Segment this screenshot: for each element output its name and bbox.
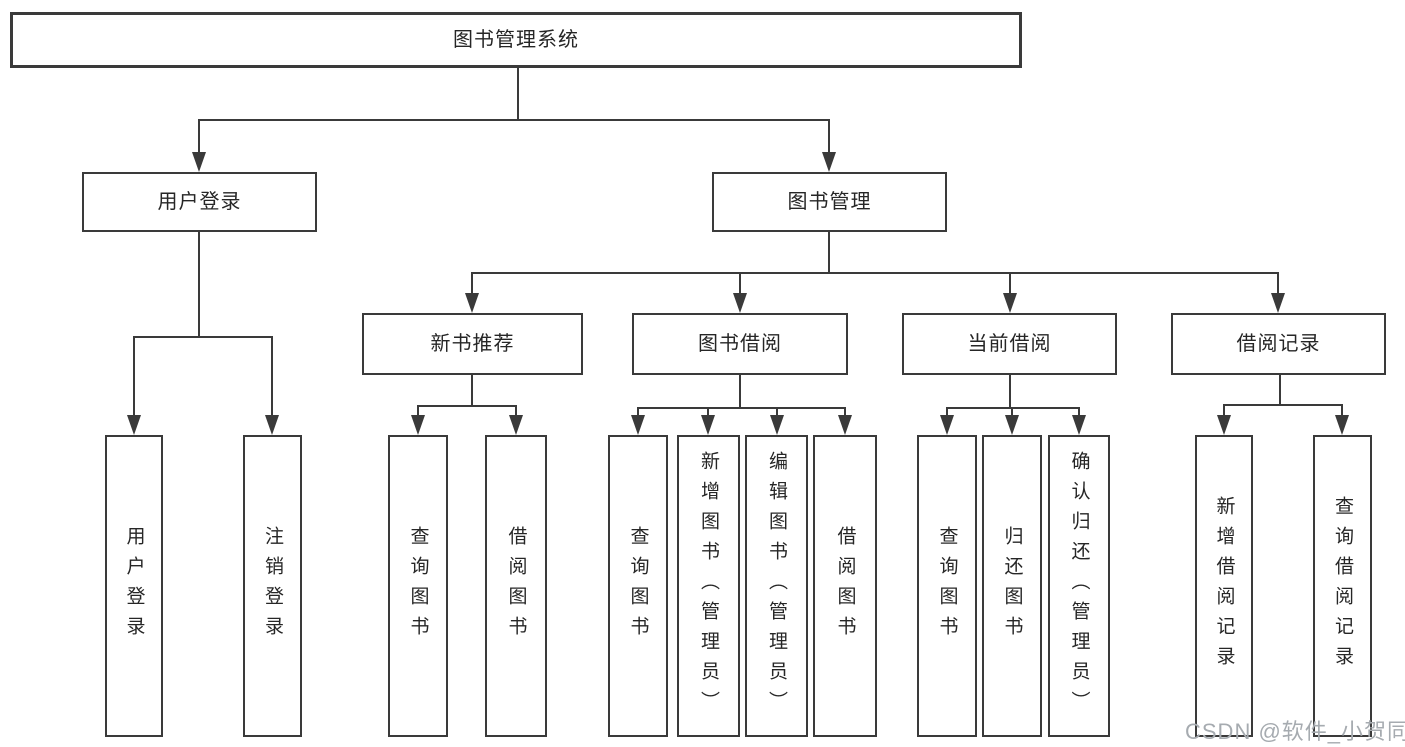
- node-label: 新增借阅记录: [1213, 496, 1235, 676]
- node-label: 查询图书: [407, 526, 429, 646]
- node-label: 查询借阅记录: [1332, 496, 1353, 676]
- node-leaf-query-borrow-record: 查询借阅记录: [1313, 435, 1372, 737]
- node-label: 借阅图书: [834, 526, 856, 646]
- node-book-management: 图书管理: [712, 172, 947, 232]
- connector-current-borrow-branch: [940, 375, 1086, 435]
- node-label: 查询图书: [936, 526, 958, 646]
- connector-user-login-branch: [127, 232, 279, 435]
- connector-root-to-level2: [192, 68, 836, 172]
- node-label: 编辑图书（管理员）: [766, 451, 787, 721]
- node-user-login: 用户登录: [82, 172, 317, 232]
- node-leaf-logout: 注销登录: [243, 435, 302, 737]
- node-label: 当前借阅: [967, 333, 1052, 355]
- csdn-watermark: CSDN @软件_小贺同学: [1185, 719, 1405, 744]
- node-leaf-add-book-admin: 新增图书（管理员）: [677, 435, 740, 737]
- node-label: 图书借阅: [698, 333, 782, 355]
- connector-new-book-branch: [411, 375, 523, 435]
- node-leaf-query-book-2: 查询图书: [608, 435, 668, 737]
- node-leaf-user-login: 用户登录: [105, 435, 163, 737]
- node-leaf-borrow-book-2: 借阅图书: [813, 435, 877, 737]
- node-label: 借阅记录: [1236, 333, 1321, 355]
- node-label: 借阅图书: [505, 526, 527, 646]
- node-leaf-query-book-3: 查询图书: [917, 435, 977, 737]
- node-label: 注销登录: [262, 526, 283, 646]
- node-label: 确认归还（管理员）: [1068, 451, 1090, 721]
- connector-borrow-record-branch: [1217, 375, 1349, 435]
- node-current-borrow: 当前借阅: [902, 313, 1117, 375]
- node-label: 查询图书: [627, 526, 649, 646]
- node-label: 用户登录: [157, 191, 242, 213]
- node-label: 用户登录: [123, 526, 145, 646]
- node-label: 新书推荐: [430, 333, 515, 355]
- node-leaf-query-book-1: 查询图书: [388, 435, 448, 737]
- node-leaf-add-borrow-record: 新增借阅记录: [1195, 435, 1253, 737]
- connector-book-borrow-branch: [631, 375, 852, 435]
- node-leaf-borrow-book-1: 借阅图书: [485, 435, 547, 737]
- node-borrow-record: 借阅记录: [1171, 313, 1386, 375]
- node-label: 图书管理: [787, 191, 872, 213]
- node-label: 新增图书（管理员）: [698, 451, 719, 721]
- node-new-book-recommend: 新书推荐: [362, 313, 583, 375]
- node-leaf-confirm-return-admin: 确认归还（管理员）: [1048, 435, 1110, 737]
- node-leaf-return-book: 归还图书: [982, 435, 1042, 737]
- node-label: 图书管理系统: [453, 29, 579, 51]
- node-library-management-system: 图书管理系统: [10, 12, 1022, 68]
- node-label: 归还图书: [1001, 526, 1023, 646]
- node-leaf-edit-book-admin: 编辑图书（管理员）: [745, 435, 808, 737]
- connector-book-management-branch: [465, 232, 1285, 313]
- node-book-borrow: 图书借阅: [632, 313, 848, 375]
